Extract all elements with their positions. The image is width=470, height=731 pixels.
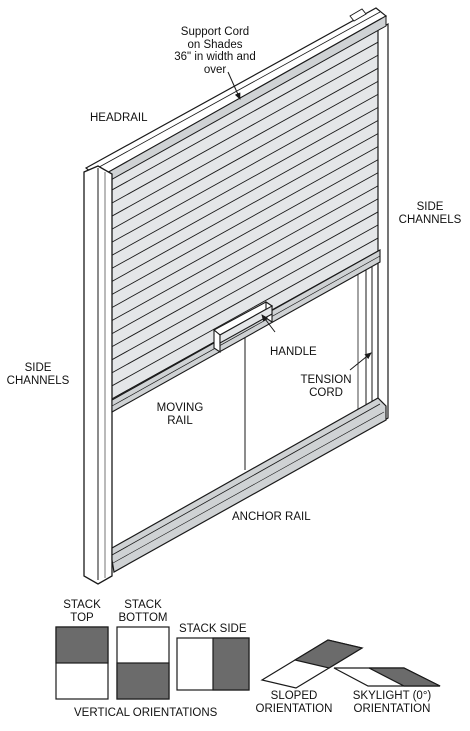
pleat-line [109, 105, 381, 257]
stack-bottom-example [116, 626, 170, 700]
pleat-line [109, 197, 381, 349]
shade-pleats [109, 40, 381, 388]
pleat-line [109, 92, 381, 244]
pleat-line [109, 53, 381, 205]
sloped-example [260, 639, 364, 689]
moving-rail-label: MOVING RAIL [156, 402, 204, 427]
stack-side-example [176, 637, 250, 691]
pleat-line [109, 132, 381, 283]
pleat-line [109, 79, 381, 231]
tension-cord-label: TENSION CORD [300, 374, 352, 399]
pleat-line [109, 236, 381, 388]
support-cord-label: Support Cord on Shades 36" in width and … [174, 26, 256, 76]
pleat-line [109, 171, 381, 323]
stack-top-example [55, 626, 109, 700]
side-channels-left-label: SIDE CHANNELS [6, 362, 70, 387]
support-cord-pointer [227, 71, 241, 100]
stack-top-label: STACK TOP [63, 599, 101, 624]
stack-bottom-label: STACK BOTTOM [118, 599, 168, 624]
pleat-line [109, 145, 381, 296]
stack-side-label: STACK SIDE [179, 623, 247, 635]
anchor-rail [111, 397, 387, 573]
pleat-line [109, 184, 381, 336]
pleat-line [109, 210, 381, 362]
skylight-orientation-label: SKYLIGHT (0°) ORIENTATION [352, 690, 432, 715]
right-side-channel [377, 22, 389, 426]
pleat-line [109, 66, 381, 218]
handle [213, 300, 274, 354]
side-channels-right-label: SIDE CHANNELS [398, 201, 462, 226]
tension-cord-pointer [349, 352, 372, 371]
anchor-rail-label: ANCHOR RAIL [232, 511, 311, 523]
handle-pointer [261, 314, 276, 333]
vertical-orientations-label: VERTICAL ORIENTATIONS [74, 707, 218, 719]
pleat-line [109, 40, 381, 192]
skylight-example [333, 667, 441, 687]
handle-label: HANDLE [270, 346, 317, 358]
pleat-line [109, 158, 381, 309]
pleat-line [109, 119, 381, 270]
headrail-label: HEADRAIL [90, 112, 148, 124]
pleat-line [109, 223, 381, 375]
sloped-orientation-label: SLOPED ORIENTATION [255, 690, 333, 715]
